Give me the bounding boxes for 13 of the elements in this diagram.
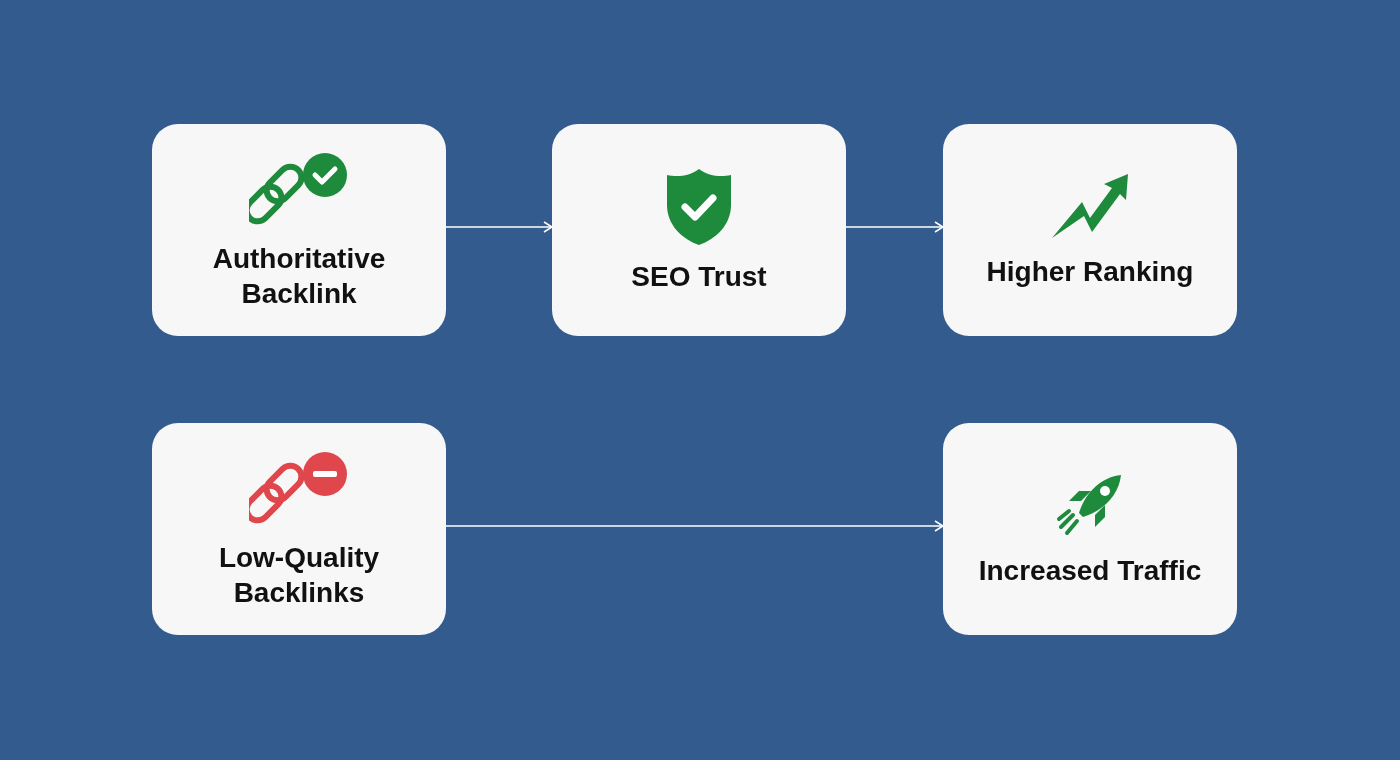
arrow (445, 520, 944, 532)
node-label: Increased Traffic (978, 553, 1202, 588)
arrow (445, 221, 553, 233)
process-card (943, 124, 1237, 336)
node-label: Higher Ranking (986, 254, 1194, 289)
node-label: SEO Trust (631, 259, 767, 294)
process-card (152, 423, 446, 635)
node-label: Low-Quality Backlinks (217, 541, 381, 610)
arrow (845, 221, 944, 233)
process-card (552, 124, 846, 336)
process-card (152, 124, 446, 336)
node-label: Authoritative Backlink (211, 242, 387, 311)
process-card (943, 423, 1237, 635)
